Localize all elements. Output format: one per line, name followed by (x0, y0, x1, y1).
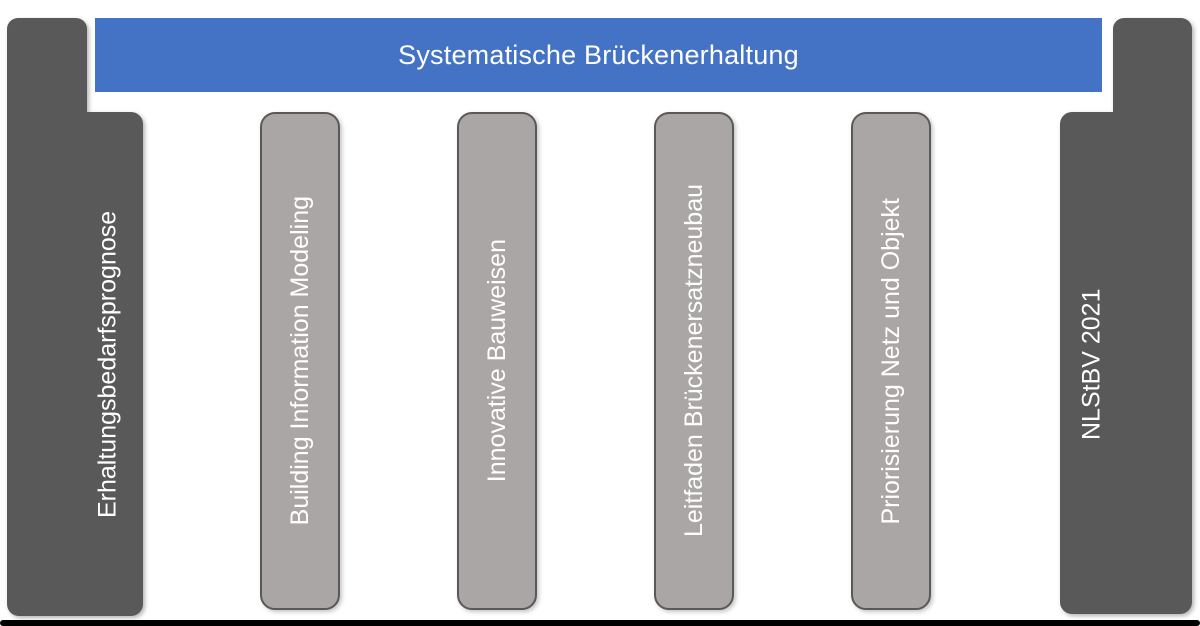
pillar-cap (1113, 18, 1192, 128)
pillar-body (1060, 112, 1192, 614)
pillar-label: Erhaltungsbedarfsprognose (93, 210, 122, 519)
pillar-erhaltungsbedarfsprognose: Erhaltungsbedarfsprognose (7, 17, 143, 617)
pillar-label: Priorisierung Netz und Objekt (876, 197, 905, 525)
pillar-label: NLStBV 2021 (1077, 288, 1106, 440)
pillar-building-information-modeling: Building Information Modeling (260, 112, 340, 610)
pillar-nlstbv-2021: NLStBV 2021 (1060, 17, 1192, 616)
baseline-rule (0, 620, 1200, 626)
pillar-label: Leitfaden Brückenersatzneubau (679, 184, 708, 538)
pillar-label: Innovative Bauweisen (482, 239, 511, 483)
pillar-leitfaden-brueckenersatzneubau: Leitfaden Brückenersatzneubau (654, 112, 734, 610)
pillar-label: Building Information Modeling (285, 196, 314, 526)
pillar-priorisierung-netz-und-objekt: Priorisierung Netz und Objekt (851, 112, 931, 610)
pillar-cap (7, 18, 87, 128)
title-banner-label: Systematische Brückenerhaltung (398, 39, 799, 70)
pillar-body (7, 112, 143, 616)
pillar-innovative-bauweisen: Innovative Bauweisen (457, 112, 537, 610)
title-banner: Systematische Brückenerhaltung (95, 18, 1102, 92)
